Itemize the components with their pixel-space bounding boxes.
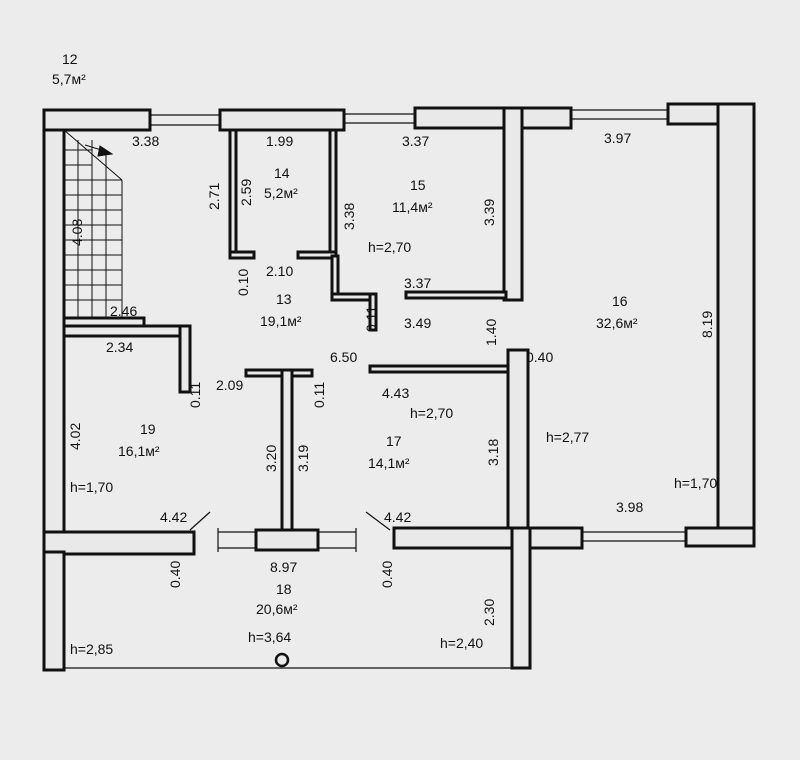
height-19: h=1,70 <box>70 479 113 495</box>
room-14-area: 5,2м² <box>264 185 298 201</box>
room-12-area: 5,7м² <box>52 71 86 87</box>
dim-3-37-top: 3.37 <box>402 133 429 149</box>
dim-3-18: 3.18 <box>485 439 501 466</box>
room-19-number: 19 <box>140 421 156 437</box>
dim-8-97: 8.97 <box>270 559 297 575</box>
dim-3-97: 3.97 <box>604 130 631 146</box>
dim-1-99: 1.99 <box>266 133 293 149</box>
dim-2-09: 2.09 <box>216 377 243 393</box>
room-13-area: 19,1м² <box>260 313 302 329</box>
room-12-number: 12 <box>62 51 78 67</box>
door-marks <box>189 511 391 531</box>
room-18-area: 20,6м² <box>256 601 298 617</box>
room-labels: 12 5,7м² 14 5,2м² 15 11,4м² 13 19,1м² 16… <box>52 51 638 617</box>
height-18: h=3,64 <box>248 629 291 645</box>
stair-diagonal <box>63 129 123 181</box>
staircase <box>63 129 123 319</box>
room-15-number: 15 <box>410 177 426 193</box>
walls <box>42 102 756 672</box>
wall-14-left <box>228 128 238 258</box>
dim-2-71: 2.71 <box>206 183 222 210</box>
wall-15-bottom-right <box>404 290 508 300</box>
dim-0-11-a: 0.11 <box>363 306 379 332</box>
room-17-number: 17 <box>386 433 402 449</box>
wall-14-bottom-right <box>296 250 338 260</box>
dim-4-43: 4.43 <box>382 385 409 401</box>
dim-8-19: 8.19 <box>699 311 715 338</box>
dim-0-40-b: 0.40 <box>379 561 395 588</box>
dim-4-08: 4.08 <box>69 219 85 246</box>
wall-15-stub <box>368 292 378 332</box>
room-14-number: 14 <box>274 165 290 181</box>
dim-0-11-b: 0.11 <box>187 382 203 408</box>
dim-0-40-right: 0.40 <box>526 349 553 365</box>
dim-2-59: 2.59 <box>238 179 254 206</box>
dim-3-38-vertical: 3.38 <box>341 203 357 230</box>
wall-19-18 <box>42 530 196 556</box>
dim-3-49: 3.49 <box>404 315 431 331</box>
wall-top-mid <box>218 108 346 132</box>
wall-19-right <box>178 324 192 394</box>
room-15-area: 11,4м² <box>392 199 433 215</box>
windows <box>150 109 686 552</box>
dim-3-37-mid: 3.37 <box>404 275 431 291</box>
dim-2-30: 2.30 <box>481 599 497 626</box>
wall-cross-vertical <box>510 526 532 670</box>
wall-top-left <box>42 108 152 132</box>
room-18-number: 18 <box>276 581 292 597</box>
wall-right-outer <box>716 102 756 548</box>
wall-17-top <box>368 364 510 374</box>
wall-middle-vertical-bottom <box>506 348 530 532</box>
room-16-area: 32,6м² <box>596 315 638 331</box>
dim-6-50: 6.50 <box>330 349 357 365</box>
ceiling-heights: h=2,70 h=2,70 h=2,77 h=1,70 h=1,70 h=3,6… <box>70 239 717 657</box>
dimensions-horizontal: 3.38 1.99 3.37 3.97 2.10 3.37 2.46 3.49 … <box>106 130 643 575</box>
door-swing-right <box>365 511 391 531</box>
dim-0-40-a: 0.40 <box>167 561 183 588</box>
wall-15-left <box>330 254 340 300</box>
dim-1-40: 1.40 <box>483 319 499 346</box>
height-18-right: h=2,40 <box>440 635 483 651</box>
height-17: h=2,70 <box>410 405 453 421</box>
dim-3-20: 3.20 <box>263 445 279 472</box>
dim-2-10: 2.10 <box>266 263 293 279</box>
stair-steps <box>64 149 122 301</box>
room-16-number: 16 <box>612 293 628 309</box>
wall-14-bottom-left <box>228 250 256 260</box>
wall-top-center <box>413 106 573 130</box>
door-swing-left <box>189 511 211 531</box>
room-19-area: 16,1м² <box>118 443 160 459</box>
wall-stair-base <box>62 316 146 328</box>
dim-3-98: 3.98 <box>616 499 643 515</box>
dim-2-34: 2.34 <box>106 339 133 355</box>
dim-2-46: 2.46 <box>110 303 137 319</box>
wall-18-left <box>42 550 66 672</box>
wall-14-right <box>328 128 338 258</box>
entrance-marker-icon <box>274 652 290 668</box>
stair-arrow-icon <box>97 145 114 157</box>
wall-bottom-right <box>684 526 756 548</box>
dim-4-42-left: 4.42 <box>160 509 187 525</box>
room-17-area: 14,1м² <box>368 455 410 471</box>
wall-middle-vertical-top <box>502 106 524 302</box>
dim-0-11-c: 0.11 <box>311 382 327 408</box>
wall-t-stem <box>280 368 294 532</box>
height-18-left: h=2,85 <box>70 641 113 657</box>
dim-4-42-right: 4.42 <box>384 509 411 525</box>
wall-t-base <box>254 528 320 552</box>
height-15: h=2,70 <box>368 239 411 255</box>
dim-4-02: 4.02 <box>67 423 83 450</box>
dim-3-39: 3.39 <box>481 199 497 226</box>
dim-3-19: 3.19 <box>295 445 311 472</box>
height-16: h=2,77 <box>546 429 589 445</box>
wall-cross-horizontal <box>392 526 584 550</box>
room-13-number: 13 <box>276 291 292 307</box>
wall-t-top <box>244 368 314 378</box>
height-16-low: h=1,70 <box>674 475 717 491</box>
dim-0-10: 0.10 <box>235 269 251 296</box>
dimensions-vertical: 2.71 2.59 3.38 3.39 4.08 0.10 8.19 0.11 … <box>67 179 715 626</box>
dim-3-38: 3.38 <box>132 133 159 149</box>
